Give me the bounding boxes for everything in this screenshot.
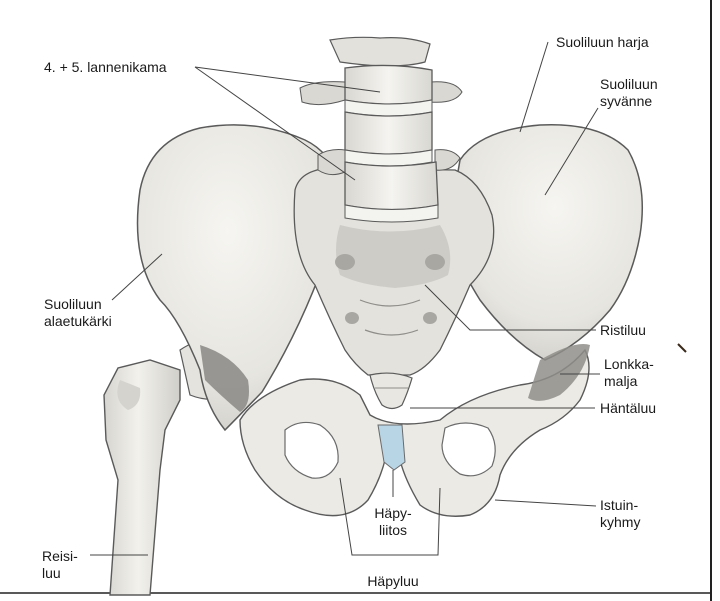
label-asis-line2: alaetukärki xyxy=(44,313,112,330)
label-acetabulum-line1: Lonkka- xyxy=(604,356,654,373)
label-ischial-tuberosity-line2: kyhmy xyxy=(600,514,640,531)
leader-tuberosity xyxy=(495,500,596,506)
label-symphysis-line1: Häpy- xyxy=(363,505,423,522)
label-iliac-crest: Suoliluun harja xyxy=(556,34,649,51)
label-asis-line1: Suoliluun xyxy=(44,296,102,313)
label-iliac-fossa-line1: Suoliluun xyxy=(600,76,658,93)
label-femur-line1: Reisi- xyxy=(42,548,78,565)
label-lumbar-vertebrae: 4. + 5. lannenikama xyxy=(44,59,167,76)
label-ischial-tuberosity-line1: Istuin- xyxy=(600,497,638,514)
label-iliac-fossa-line2: syvänne xyxy=(600,93,652,110)
label-symphysis-line2: liitos xyxy=(363,522,423,539)
label-pubis: Häpyluu xyxy=(348,573,438,590)
leader-crest xyxy=(520,42,548,132)
label-sacrum: Ristiluu xyxy=(600,322,646,339)
label-acetabulum-line2: malja xyxy=(604,373,637,390)
label-coccyx: Häntäluu xyxy=(600,400,656,417)
scan-mark xyxy=(678,344,686,352)
label-femur-line2: luu xyxy=(42,565,61,582)
coccyx xyxy=(370,373,412,408)
